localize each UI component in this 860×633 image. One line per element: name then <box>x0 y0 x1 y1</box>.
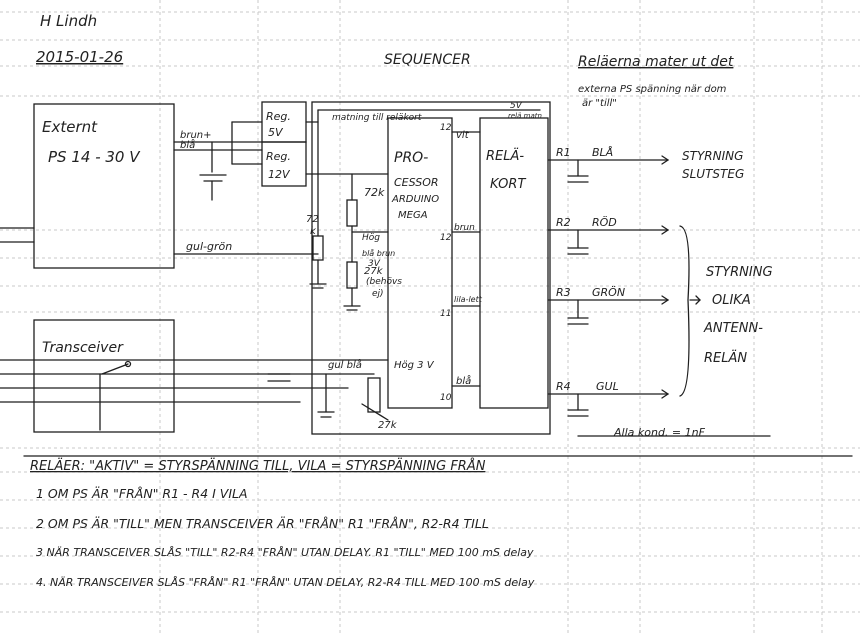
out-r4-color: GUL <box>596 380 619 393</box>
out-r1-target2: SLUTSTEG <box>682 167 744 181</box>
title-text: SEQUENCER <box>384 52 471 68</box>
group-label1: STYRNING <box>706 265 773 280</box>
pin-12-mid: 12 <box>440 233 452 243</box>
processor-label4: MEGA <box>398 210 428 221</box>
relay-label1: RELÄ- <box>486 148 524 164</box>
wire-vit: vit <box>456 130 470 141</box>
wires <box>0 109 853 457</box>
relay-box <box>479 117 549 409</box>
reg12-label1: Reg. <box>266 150 291 163</box>
note-line2: externa PS spänning när dom <box>578 84 727 95</box>
author-text: H Lindh <box>40 12 97 30</box>
note-4: 4. NÄR TRANSCEIVER SLÅS "FRÅN" R1 "FRÅN"… <box>36 576 535 589</box>
behovs-text2: ej) <box>372 289 384 299</box>
processor-label3: ARDUINO <box>391 194 439 205</box>
processor-label2: CESSOR <box>394 176 439 189</box>
wire-bla2: blå <box>456 374 471 387</box>
pin-12-top: 12 <box>440 123 452 133</box>
external-ps-label2: PS 14 - 30 V <box>48 148 141 166</box>
reg12-label2: 12V <box>268 168 291 181</box>
wire-matning: matning till reläkort <box>332 113 422 123</box>
transceiver-box <box>33 319 175 433</box>
out-r4: R4 <box>556 380 571 393</box>
res-27k: 27k <box>364 266 384 277</box>
note-2: 2 OM PS ÄR "TILL" MEN TRANSCEIVER ÄR "FR… <box>36 516 489 531</box>
res-72-b: 72 <box>306 214 319 225</box>
res-27k-b: 27k <box>378 420 398 431</box>
relay-label2: KORT <box>490 177 526 192</box>
wire-brun-plus: brun+ <box>180 130 212 141</box>
processor-box <box>387 117 453 409</box>
cap-note: Alla kond. = 1nF <box>613 426 706 439</box>
external-ps-label1: Externt <box>42 118 98 136</box>
out-r1: R1 <box>556 146 571 159</box>
wire-bla-brun: blå brun <box>362 248 395 258</box>
group-label3: ANTENN- <box>703 321 763 336</box>
out-r1-color: BLÅ <box>592 146 613 159</box>
wire-brun: brun <box>454 223 475 233</box>
out-r3: R3 <box>556 286 571 299</box>
wire-hog3v: Hög 3 V <box>394 360 435 371</box>
group-label4: RELÄN <box>704 350 747 366</box>
legend-text: RELÄER: "AKTIV" = STYRSPÄNNING TILL, VIL… <box>30 458 486 474</box>
wire-gul-bla: gul blå <box>328 358 362 371</box>
hog-text: Hög <box>362 233 380 243</box>
out-r1-target1: STYRNING <box>682 149 743 163</box>
reg5-label1: Reg. <box>266 110 291 123</box>
note-1: 1 OM PS ÄR "FRÅN" R1 - R4 I VILA <box>36 486 248 501</box>
wire-5v: 5V <box>510 101 523 111</box>
pin-10: 10 <box>440 393 452 403</box>
wire-lila-lett: lila-lett <box>454 295 483 304</box>
res-72k-a: 72k <box>364 186 385 199</box>
board-outline <box>311 101 551 435</box>
wire-relay-matn: relä matn <box>508 112 542 120</box>
note-line1: Reläerna mater ut det <box>578 54 734 70</box>
out-r2: R2 <box>556 216 571 229</box>
behovs-text1: (behövs <box>366 277 402 287</box>
res-k: k <box>310 226 317 237</box>
date-text: 2015-01-26 <box>36 48 123 66</box>
out-r3-color: GRÖN <box>592 286 625 299</box>
sv-text: 3V <box>368 259 381 269</box>
reg5-label2: 5V <box>268 126 284 139</box>
note-line3: är "till" <box>582 98 617 109</box>
wire-bla: blå <box>180 138 195 151</box>
transceiver-label: Transceiver <box>42 340 124 356</box>
group-label2: OLIKA <box>712 293 751 308</box>
pin-11: 11 <box>440 309 451 319</box>
external-ps-box <box>33 103 175 269</box>
out-r2-color: RÖD <box>592 216 617 229</box>
processor-label1: PRO- <box>394 150 428 166</box>
note-3: 3 NÄR TRANSCEIVER SLÅS "TILL" R2-R4 "FRÅ… <box>36 546 534 559</box>
wire-gul-gron: gul-grön <box>186 240 232 253</box>
